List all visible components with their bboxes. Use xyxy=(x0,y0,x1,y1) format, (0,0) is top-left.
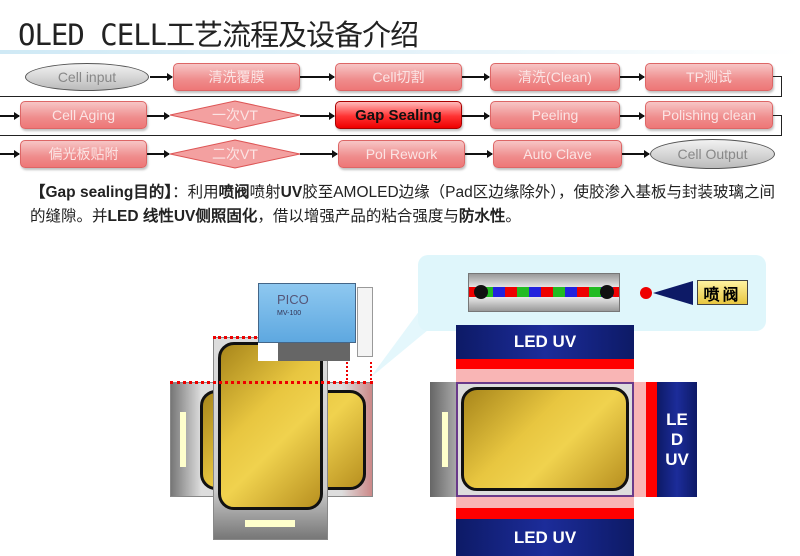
uv-light-bottom xyxy=(456,508,634,519)
dispense-path-line xyxy=(170,381,373,384)
flow-arrow xyxy=(620,112,645,120)
connector xyxy=(781,76,782,97)
pad-strip xyxy=(180,412,186,467)
nozzle-zoom-marker xyxy=(346,362,372,380)
step-second-vt: 二次VT xyxy=(170,139,300,169)
pixel-layer xyxy=(469,287,619,297)
step-tp-test: TP测试 xyxy=(645,63,773,91)
step-cell-cut: Cell切割 xyxy=(335,63,462,91)
flow-arrow xyxy=(300,150,338,158)
flow-arrow xyxy=(622,150,650,158)
step-cell-output: Cell Output xyxy=(650,139,775,169)
uv-glow-side xyxy=(634,382,646,497)
step-clean: 清洗(Clean) xyxy=(490,63,620,91)
step-polishing-clean: Polishing clean xyxy=(645,101,773,129)
nozzle xyxy=(357,287,373,357)
pico-dispenser: PICO MV-100 xyxy=(258,283,356,343)
dispense-path-line xyxy=(213,336,263,339)
flow-arrow xyxy=(300,73,335,81)
page-title: OLED CELL工艺流程及设备介绍 xyxy=(18,18,419,52)
connector xyxy=(773,76,782,77)
uv-glow-bottom xyxy=(456,497,634,508)
flow-arrow xyxy=(465,150,493,158)
valve-nozzle-icon xyxy=(653,281,693,305)
connector xyxy=(781,115,782,136)
flow-arrow xyxy=(147,112,170,120)
step-clean-film: 清洗覆膜 xyxy=(173,63,300,91)
uv-light-side xyxy=(646,382,657,497)
flow-arrow xyxy=(0,150,20,158)
led-uv-top: LED UV xyxy=(456,325,634,359)
step-cell-input: Cell input xyxy=(25,63,149,91)
led-uv-bottom: LED UV xyxy=(456,519,634,556)
flow-arrow xyxy=(150,73,173,81)
step-polarizer-attach: 偏光板贴附 xyxy=(20,140,147,168)
oled-panel xyxy=(461,387,629,491)
step-peeling: Peeling xyxy=(490,101,620,129)
pad-strip xyxy=(245,520,295,527)
flow-arrow xyxy=(300,112,335,120)
flow-arrow xyxy=(462,73,490,81)
vertical-panel xyxy=(218,342,323,510)
glue-dot xyxy=(600,285,614,299)
title-divider xyxy=(0,50,800,54)
connector xyxy=(773,115,782,116)
uv-glow-top xyxy=(456,369,634,382)
flow-arrow xyxy=(0,112,20,120)
connector xyxy=(0,135,782,136)
pad-strip xyxy=(442,412,448,467)
step-auto-clave: Auto Clave xyxy=(493,140,622,168)
led-uv-side: LE D UV xyxy=(657,382,697,497)
step-cell-aging: Cell Aging xyxy=(20,101,147,129)
glue-dot xyxy=(474,285,488,299)
flow-arrow xyxy=(462,112,490,120)
glue-droplet xyxy=(640,287,652,299)
uv-light-top xyxy=(456,359,634,369)
flow-arrow xyxy=(620,73,645,81)
step-pol-rework: Pol Rework xyxy=(338,140,465,168)
valve-label: 喷阀 xyxy=(697,280,748,305)
step-gap-sealing: Gap Sealing xyxy=(335,101,462,129)
gap-sealing-description: 【Gap sealing目的】：利用喷阀喷射UV胶至AMOLED边缘（Pad区边… xyxy=(30,184,776,225)
step-first-vt: 一次VT xyxy=(170,100,300,130)
connector xyxy=(0,96,782,97)
flow-arrow xyxy=(147,150,170,158)
zoom-callout-beam xyxy=(370,310,428,378)
